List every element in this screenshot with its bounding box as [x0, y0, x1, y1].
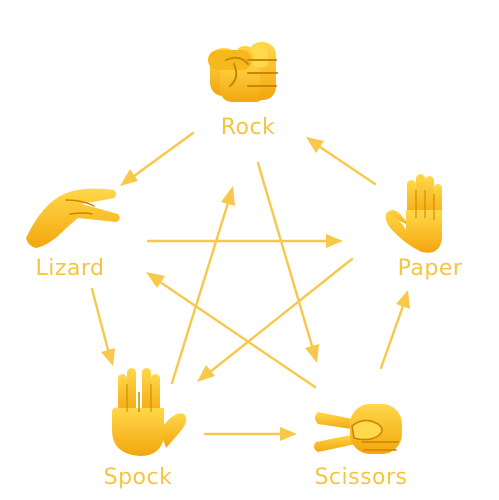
arrow-spock-to-rock	[170, 186, 235, 385]
arrow-lizard-to-spock	[90, 287, 115, 366]
raised-hand-icon	[385, 174, 442, 253]
arrow-rock-to-scissors	[256, 161, 319, 363]
arrow-rock-to-lizard	[120, 131, 195, 186]
label-rock: Rock	[221, 115, 276, 140]
arrow-scissors-to-paper	[379, 290, 410, 370]
arrow-paper-to-spock	[197, 257, 354, 382]
victory-hand-icon	[313, 404, 402, 454]
label-scissors: Scissors	[314, 465, 407, 490]
label-spock: Spock	[104, 465, 173, 490]
fist-icon	[208, 42, 278, 102]
label-lizard: Lizard	[35, 256, 104, 281]
arrow-lizard-to-paper	[146, 234, 343, 248]
arrow-spock-to-scissors	[203, 427, 297, 441]
vulcan-salute-icon	[112, 368, 187, 456]
arrow-paper-to-rock	[306, 137, 377, 186]
lizard-hand-icon	[26, 188, 120, 248]
arrow-scissors-to-lizard	[146, 272, 317, 389]
label-paper: Paper	[398, 256, 463, 281]
